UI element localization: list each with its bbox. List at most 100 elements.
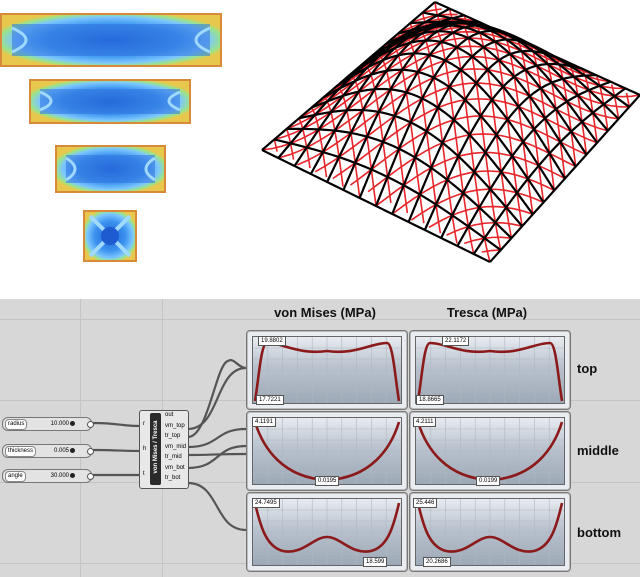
output-tr-mid[interactable]: tr_mid <box>165 454 182 460</box>
graph-panel-vm-top[interactable]: 19.8802 17.7221 <box>246 330 408 410</box>
mesh-black-line <box>440 73 597 239</box>
mesh-red-line <box>273 139 278 152</box>
mesh-red-line <box>323 96 344 187</box>
wires <box>90 359 248 532</box>
mesh-black-line <box>407 49 568 223</box>
output-vm-bot[interactable]: vm_bot <box>165 465 185 471</box>
slider-thickness-knob[interactable] <box>70 448 75 453</box>
vm-mid-max-label: 4.1191 <box>252 417 276 427</box>
tr-top-max-label: 22.1172 <box>442 336 470 346</box>
mesh-black-line <box>472 87 627 255</box>
vm-bot-min-label: 18.599 <box>363 557 388 567</box>
wire-radius <box>90 421 142 428</box>
slider-angle-value: 30.000 <box>50 473 69 479</box>
wire-tr-top <box>186 359 248 439</box>
mesh-black-line <box>489 94 640 263</box>
mesh-red-line <box>349 115 587 186</box>
mesh-red-line <box>422 8 442 14</box>
vm-bot-max-label: 24.7495 <box>252 498 280 508</box>
slider-thickness-value: 0.005 <box>53 448 69 454</box>
mesh-red-line <box>332 98 598 180</box>
vm-mid-min-label: 0.0195 <box>315 476 340 486</box>
row-label-bottom: bottom <box>577 525 622 540</box>
wire-tr-mid <box>186 452 248 457</box>
tr-mid-max-label: 4.2111 <box>413 417 437 427</box>
stress-curve <box>253 341 401 402</box>
stress-curve <box>416 341 564 402</box>
graph-panel-vm-bot[interactable]: 24.7495 18.599 <box>246 492 408 572</box>
wire-vm-mid <box>186 427 248 449</box>
input-r[interactable]: r <box>143 421 145 427</box>
tr-mid-min-label: 0.0199 <box>476 476 501 486</box>
mesh-red-line <box>298 117 311 169</box>
mesh-black-line <box>391 38 553 215</box>
vm-top-min-label: 17.7221 <box>256 395 284 405</box>
mesh-black-line <box>274 138 502 251</box>
component-title-bar[interactable]: von Mises / Tresca <box>150 413 161 485</box>
output-tr-top[interactable]: tr_top <box>165 433 181 439</box>
graph-panel-tr-mid[interactable]: 4.2111 0.0199 <box>409 411 571 491</box>
graph-panel-tr-top[interactable]: 22.1172 18.8665 <box>409 330 571 410</box>
vm-top-max-label: 19.8802 <box>258 336 286 346</box>
wire-tr-bot <box>186 481 248 532</box>
slider-thickness-output-port[interactable] <box>87 448 94 455</box>
column-header-von-mises: von Mises (MPa) <box>274 305 376 320</box>
mesh-red-line <box>446 221 523 236</box>
stress-plate-3 <box>55 145 166 193</box>
tr-bot-min-label: 20.2686 <box>423 557 451 567</box>
slider-thickness[interactable]: thickness 0.005 <box>2 444 94 458</box>
mesh-black-line <box>298 108 523 227</box>
input-h[interactable]: h <box>143 446 147 452</box>
slider-radius-knob[interactable] <box>70 421 75 426</box>
mesh-black-line <box>456 80 612 247</box>
wire-vm-top <box>186 366 248 431</box>
mesh-red-line <box>279 55 630 159</box>
output-vm-top[interactable]: vm_top <box>165 423 185 429</box>
column-header-tresca: Tresca (MPa) <box>446 305 528 320</box>
stress-plate-1 <box>0 13 222 67</box>
mesh-black-line <box>423 62 582 231</box>
mesh-red-line <box>285 128 295 160</box>
slider-angle-output-port[interactable] <box>87 473 94 480</box>
graph-panel-vm-mid[interactable]: 4.1191 0.0195 <box>246 411 408 491</box>
slider-radius[interactable]: radius 10.000 <box>2 417 94 431</box>
slider-angle-label: angle <box>5 471 26 482</box>
input-t[interactable]: t <box>143 471 145 477</box>
component-title: von Mises / Tresca <box>153 420 159 474</box>
mesh-red-line <box>481 249 501 253</box>
mesh-red-line <box>375 151 566 207</box>
wire-vm-bot <box>186 444 248 470</box>
mesh-red-line <box>428 205 534 229</box>
mesh-red-line <box>463 236 512 245</box>
stress-curve <box>253 502 401 553</box>
row-label-middle: middle <box>577 443 619 458</box>
mesh-black-line <box>335 52 556 192</box>
wire-thickness <box>90 448 142 453</box>
von-mises-tresca-component[interactable]: r h t von Mises / Tresca out vm_top tr_t… <box>139 410 189 489</box>
stress-plate-4 <box>83 210 137 262</box>
mesh-red-line <box>397 17 474 35</box>
slider-radius-value: 10.000 <box>50 421 69 427</box>
slider-angle-knob[interactable] <box>70 473 75 478</box>
mesh-black-line <box>311 87 534 215</box>
stress-plots <box>0 13 222 262</box>
tr-top-min-label: 18.8665 <box>416 395 444 405</box>
output-out[interactable]: out <box>165 412 174 418</box>
graph-panel-tr-bot[interactable]: 25.446 20.2686 <box>409 492 571 572</box>
slider-thickness-label: thickness <box>5 446 37 457</box>
slider-angle[interactable]: angle 30.000 <box>2 469 94 483</box>
mesh-red-line <box>410 188 544 221</box>
tr-bot-max-label: 25.446 <box>413 498 438 508</box>
mesh-black-line <box>347 39 566 180</box>
mesh-red-line <box>596 76 609 131</box>
output-vm-mid[interactable]: vm_mid <box>165 444 187 450</box>
stress-curve <box>416 502 564 553</box>
mesh-black-line <box>261 149 491 263</box>
stress-plate-2 <box>29 79 191 124</box>
mesh-black-line <box>286 127 513 239</box>
mesh-red-line <box>625 92 631 108</box>
output-tr-bot[interactable]: tr_bot <box>165 475 181 481</box>
slider-radius-output-port[interactable] <box>87 421 94 428</box>
shell-mesh <box>261 0 640 263</box>
mesh-black-line <box>323 68 545 203</box>
